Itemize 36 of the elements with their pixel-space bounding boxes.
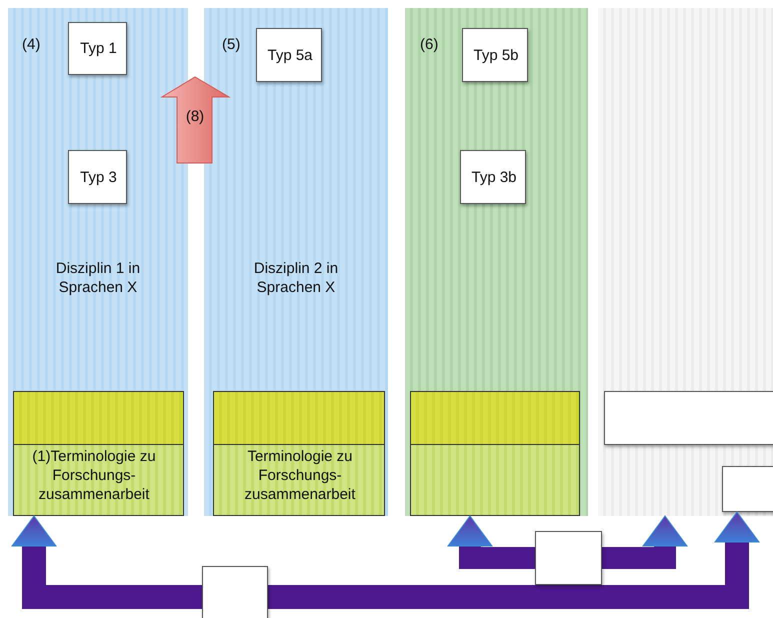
type-label: Typ 5b	[472, 46, 520, 66]
type-box	[68, 22, 127, 75]
callout-number: (4)	[22, 36, 40, 55]
thick-arrow	[448, 516, 535, 569]
empty-box	[535, 531, 602, 585]
type-box	[256, 28, 322, 82]
column-label: Disziplin 2 in Sprachen X	[252, 260, 340, 298]
type-label: Typ 5a	[266, 46, 314, 66]
type-label: Typ 3	[79, 168, 118, 188]
terminology-block	[13, 391, 184, 445]
terminology-block	[13, 445, 184, 516]
empty-column	[598, 8, 773, 516]
thick-arrow	[268, 512, 760, 609]
discipline-column	[204, 8, 388, 516]
type-box	[460, 150, 526, 204]
callout-number: (6)	[420, 36, 438, 55]
terminology-block	[410, 391, 580, 445]
empty-box	[604, 391, 773, 445]
type-box	[68, 150, 127, 204]
terminology-block	[213, 445, 385, 516]
discipline-column	[405, 8, 588, 516]
terminology-block	[410, 445, 580, 516]
empty-box	[722, 466, 773, 512]
empty-box	[202, 566, 268, 618]
type-box	[462, 28, 528, 82]
thick-arrow	[602, 516, 688, 569]
type-label: Typ 3b	[470, 168, 518, 188]
callout-number: (8)	[184, 108, 206, 127]
callout-number: (5)	[222, 36, 240, 55]
terminology-block	[213, 391, 385, 445]
column-label: Terminologie zu Forschungs- zusammenarbeit	[244, 448, 356, 504]
column-label: Disziplin 1 in Sprachen X	[54, 260, 142, 298]
type-label: Typ 1	[79, 39, 118, 60]
discipline-column	[8, 8, 188, 516]
thick-arrow	[12, 516, 202, 609]
column-label: (1)Terminologie zu Forschungs- zusammenarbeit	[31, 448, 157, 504]
